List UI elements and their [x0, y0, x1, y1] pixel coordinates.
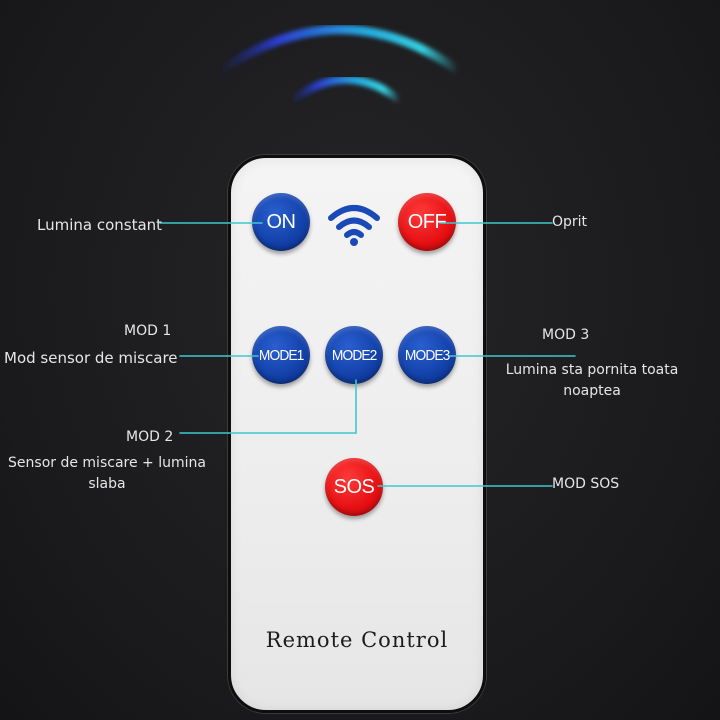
mode3-button[interactable]: MODE3 [398, 326, 456, 384]
off-button[interactable]: OFF [398, 193, 456, 251]
mode3-annotation-title: MOD 3 [542, 327, 590, 343]
mode2-button[interactable]: MODE2 [325, 326, 383, 384]
off-button-label: OFF [407, 210, 447, 233]
mode2-annotation-desc-line1: Sensor de miscare + lumina [8, 455, 206, 471]
mode3-annotation-desc: Lumina sta pornita toata noaptea [494, 360, 690, 402]
sos-button-label: SOS [333, 475, 375, 498]
mode2-annotation-desc: Sensor de miscare + lumina slaba [4, 453, 210, 495]
mode3-button-label: MODE3 [404, 346, 450, 364]
mode2-annotation-title: MOD 2 [126, 429, 174, 445]
off-annotation: Oprit [552, 214, 588, 230]
mode1-annotation-desc: Mod sensor de miscare [4, 349, 178, 367]
mode3-annotation-desc-line1: Lumina sta pornita toata [505, 362, 679, 378]
mode1-annotation-title: MOD 1 [124, 323, 172, 339]
remote-control-label: Remote Control [265, 628, 449, 652]
on-annotation: Lumina constant [37, 216, 163, 234]
mode3-annotation-desc-line2: noaptea [563, 383, 621, 399]
sos-annotation: MOD SOS [552, 476, 620, 492]
on-button[interactable]: ON [252, 193, 310, 251]
mode1-button-label: MODE1 [258, 346, 304, 364]
mode2-button-label: MODE2 [331, 346, 377, 364]
mode1-button[interactable]: MODE1 [252, 326, 310, 384]
infrared-signal-icon [213, 25, 463, 106]
on-button-label: ON [266, 210, 297, 233]
sos-button[interactable]: SOS [325, 458, 383, 516]
wifi-signal-icon [328, 205, 380, 246]
mode2-annotation-desc-line2: slaba [88, 476, 126, 492]
